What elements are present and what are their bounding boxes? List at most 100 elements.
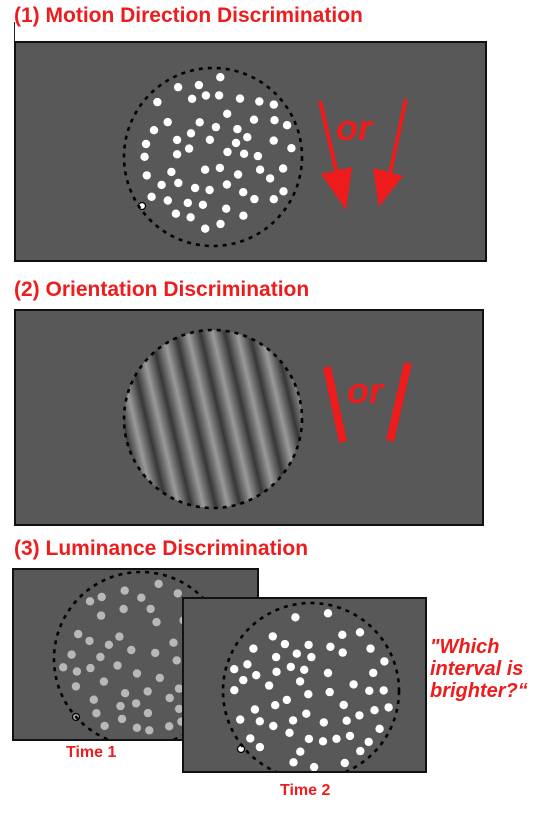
stimulus-dot	[291, 613, 300, 622]
stimulus-dot	[296, 747, 305, 756]
orientation-stimulus: or	[122, 328, 412, 510]
orientation-or-label: or	[347, 370, 385, 411]
stimulus-dot	[174, 684, 184, 693]
stimulus-dot	[307, 652, 316, 662]
down-left-arrow-icon	[318, 100, 352, 210]
stimulus-dot	[216, 73, 225, 82]
stimulus-dot	[74, 629, 83, 639]
stimulus-dot	[137, 593, 146, 602]
stimulus-dot	[147, 192, 156, 201]
stimulus-dot	[100, 721, 109, 731]
stimulus-dot	[171, 209, 181, 218]
stimulus-dot	[230, 686, 239, 695]
stimulus-dot	[143, 687, 152, 696]
stimulus-dot	[342, 716, 351, 725]
stimulus-dot	[282, 695, 291, 705]
motion-stimulus-panel: or	[14, 41, 487, 262]
interval-2-dot-field	[230, 609, 393, 771]
stimulus-dot	[318, 737, 328, 746]
stimulus-dot	[151, 648, 160, 658]
stimulus-dot	[120, 689, 130, 698]
sine-grating	[124, 330, 302, 508]
stimulus-dot	[269, 100, 278, 109]
stimulus-dot	[174, 178, 183, 188]
stimulus-dot	[119, 604, 128, 614]
stimulus-dot	[190, 183, 200, 193]
stimulus-dot	[338, 648, 347, 657]
stimulus-dot	[140, 152, 149, 161]
stimulus-dot	[236, 715, 245, 724]
stimulus-dot	[198, 200, 208, 209]
stimulus-dot	[85, 597, 95, 606]
stimulus-dot	[366, 644, 375, 653]
question-line: brighter?“	[430, 680, 528, 702]
stimulus-dot	[222, 204, 231, 213]
stimulus-dot	[286, 662, 295, 672]
left-tilted-bar-icon	[323, 366, 347, 443]
stimulus-dot	[155, 673, 164, 683]
stimulus-dot	[304, 640, 313, 650]
stimulus-dot	[364, 737, 373, 747]
stimulus-dot	[355, 711, 364, 720]
stimulus-dot	[264, 681, 274, 690]
stimulus-dot	[127, 645, 136, 655]
stimulus-dot	[304, 690, 313, 699]
stimulus-dot	[278, 164, 288, 173]
stimulus-dot	[270, 116, 279, 125]
stimulus-dot	[265, 174, 275, 183]
stimulus-dot	[239, 149, 249, 158]
stimulus-dot	[239, 188, 248, 197]
stimulus-dot	[120, 586, 129, 595]
stimulus-dot	[340, 758, 349, 768]
stimulus-dot	[72, 667, 82, 676]
stimulus-dot	[356, 746, 365, 756]
stimulus-dot	[186, 129, 196, 138]
stimulus-dot	[132, 723, 142, 732]
stimulus-dot	[289, 758, 298, 767]
stimulus-dot	[146, 604, 155, 614]
stimulus-dot	[163, 117, 172, 127]
stimulus-dot	[269, 195, 278, 204]
stimulus-dot	[116, 701, 125, 711]
question-line: "Which	[430, 636, 500, 658]
stimulus-dot	[187, 94, 197, 103]
stimulus-dot	[255, 742, 265, 752]
stimulus-dot	[200, 165, 210, 174]
stimulus-dot	[132, 669, 142, 678]
stimulus-dot	[323, 609, 333, 618]
stimulus-dot	[142, 171, 151, 180]
stimulus-dot	[285, 728, 294, 737]
stimulus-dot	[282, 121, 292, 130]
right-tilted-bar-icon	[386, 362, 412, 442]
orientation-stimulus-panel: or	[14, 309, 484, 526]
aperture-outline	[122, 328, 304, 510]
stimulus-dot	[211, 122, 221, 132]
stimulus-dot	[269, 136, 278, 145]
stimulus-dot	[287, 144, 296, 153]
stimulus-dot	[223, 147, 232, 157]
stimulus-dot	[194, 80, 204, 90]
stimulus-dot	[370, 706, 379, 715]
stimulus-dot	[235, 94, 245, 103]
stimulus-dot	[253, 151, 263, 161]
stimulus-dot	[309, 762, 319, 771]
stimulus-dot	[250, 705, 260, 714]
stimulus-dot	[325, 687, 334, 697]
stimulus-dot	[345, 731, 355, 741]
stimulus-dot	[115, 632, 124, 641]
stimulus-dot	[349, 680, 358, 689]
stimulus-dot	[153, 97, 162, 107]
stimulus-dot	[230, 665, 239, 674]
stimulus-dot	[279, 187, 288, 196]
stimulus-dot	[205, 135, 215, 144]
stimulus-dot	[326, 642, 335, 651]
stimulus-dot	[338, 630, 347, 639]
stimulus-dot	[255, 97, 264, 106]
stimulus-dot	[339, 700, 348, 710]
stimulus-dot	[152, 617, 161, 627]
stimulus-dot	[149, 126, 159, 135]
stimulus-dot	[384, 703, 393, 712]
stimulus-dot	[96, 652, 105, 662]
stimulus-dot	[231, 138, 241, 148]
stimulus-dot	[67, 650, 76, 659]
